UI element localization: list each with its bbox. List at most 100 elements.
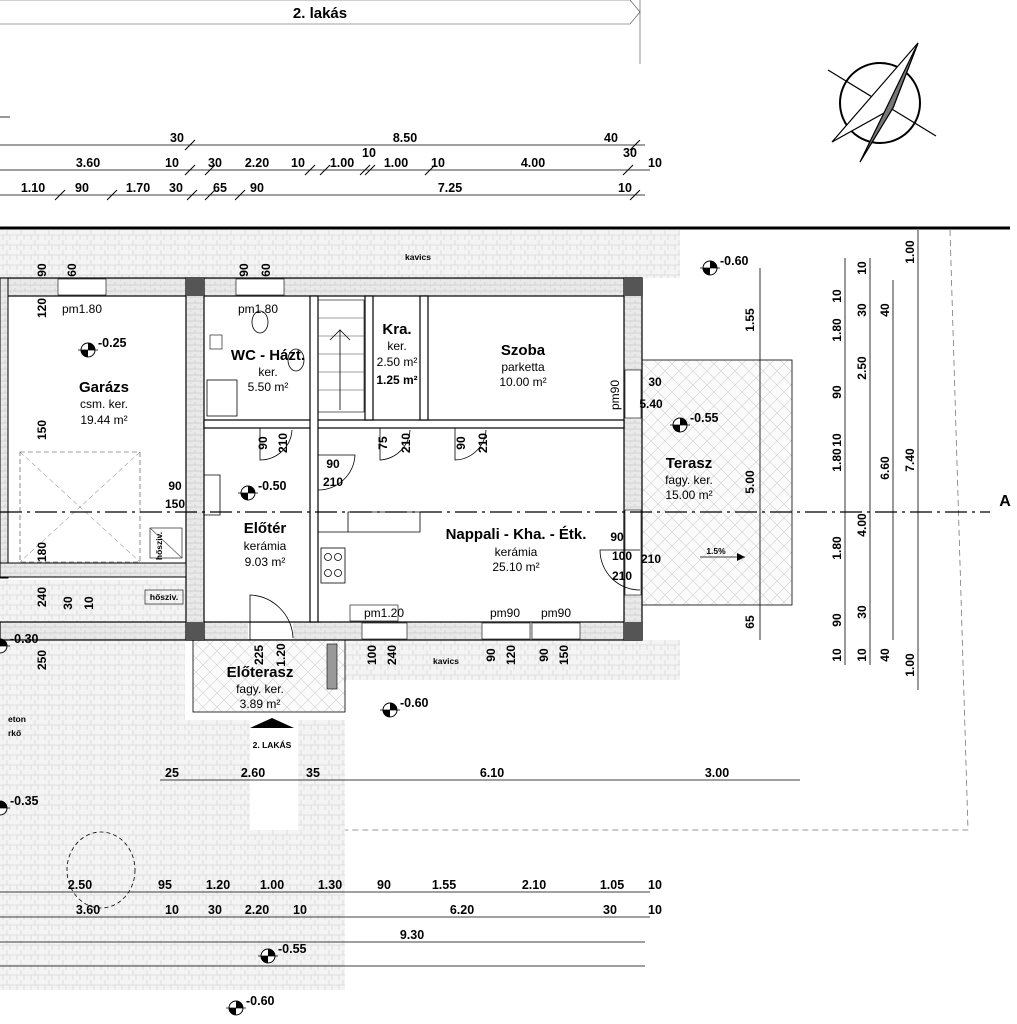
dim-text: 6.60 — [878, 456, 892, 480]
room-finish: fagy. ker. — [236, 682, 284, 696]
dim-text: 1.80 — [830, 536, 844, 560]
fixtures: hősziv. hősziv. — [19, 310, 421, 622]
dim-tick — [319, 164, 331, 176]
dim-text: 6.20 — [450, 903, 474, 917]
dim-text: 10 — [830, 648, 844, 662]
gravel-label: kavics — [405, 252, 431, 262]
dim-tick — [186, 189, 198, 201]
tree-outline — [66, 831, 136, 909]
paving-walk-right — [298, 720, 345, 830]
section-line: A — [0, 493, 1011, 513]
opening-label: pm1.20 — [364, 606, 404, 620]
opening-label: pm1.80 — [238, 302, 278, 316]
dim-tick — [424, 164, 436, 176]
dim-tick — [204, 164, 216, 176]
opening-label: pm90 — [608, 380, 622, 410]
door-dim-text: 10 — [82, 596, 96, 610]
level-value: -0.25 — [98, 336, 127, 350]
dim-text: 10 — [830, 289, 844, 303]
plot-boundary — [345, 229, 969, 831]
dim-text: 3.00 — [705, 766, 729, 780]
dim-text: 90 — [830, 613, 844, 627]
dim-text: 7.40 — [903, 448, 917, 472]
door-dim-text: 75 — [376, 436, 390, 450]
door-dim-text: 150 — [557, 645, 571, 665]
door-dim-text: 5.40 — [639, 397, 663, 411]
dim-text: 1.00 — [903, 653, 917, 677]
paving-left — [0, 580, 185, 830]
washbasin — [287, 348, 305, 372]
dim-text: 2.50 — [68, 878, 92, 892]
dim-text: 10 — [618, 181, 632, 195]
dim-text: 1.00 — [903, 240, 917, 264]
mid-dimensions: 25 2.60 35 6.10 3.00 — [160, 766, 800, 781]
dim-text: 40 — [604, 131, 618, 145]
dim-tick — [106, 189, 118, 201]
dim-text: 1.55 — [432, 878, 456, 892]
level-value: -0.60 — [720, 254, 749, 268]
toilet — [251, 310, 269, 334]
dim-text: 10 — [855, 648, 869, 662]
door-swings — [204, 428, 641, 640]
dim-text: 2.20 — [245, 156, 269, 170]
dim-text: 90 — [75, 181, 89, 195]
door-dim-text: 240 — [385, 645, 399, 665]
opening-labels: pm1.80 pm1.80 pm1.20 pm90 pm90 pm90 — [62, 302, 622, 620]
dim-text: 1.20 — [206, 878, 230, 892]
level-marker: -0.25 — [78, 336, 127, 358]
dim-text: 30 — [855, 605, 869, 619]
dim-text: 90 — [250, 181, 264, 195]
room-finish: kerámia — [495, 545, 538, 559]
dim-tick — [359, 164, 371, 176]
walls — [0, 277, 643, 641]
dim-text: 10 — [431, 156, 445, 170]
shower-tray — [206, 379, 238, 417]
car-outline — [19, 451, 141, 563]
gravel-label: kavics — [433, 656, 459, 666]
dim-tick — [184, 139, 196, 151]
dim-text: 10 — [648, 878, 662, 892]
dim-text: 1.10 — [21, 181, 45, 195]
room-area: 10.00 m² — [499, 375, 546, 389]
porch-area — [192, 639, 346, 713]
door-dim-text: 210 — [276, 433, 290, 453]
dim-tick — [304, 164, 316, 176]
dim-text: 95 — [158, 878, 172, 892]
door-dim-text: 210 — [476, 433, 490, 453]
door-dim-text: 60 — [65, 263, 79, 277]
door-dim-text: 210 — [641, 552, 661, 566]
room-finish: fagy. ker. — [665, 473, 713, 487]
door-dim-text: 30 — [61, 596, 75, 610]
dim-text: 3.60 — [76, 156, 100, 170]
dim-text: 10 — [830, 433, 844, 447]
level-marker: -0.55 — [258, 942, 307, 964]
level-marker: -0.55 — [670, 411, 719, 433]
dim-text: 10 — [291, 156, 305, 170]
dim-text: 40 — [878, 648, 892, 662]
dim-tick — [204, 189, 216, 201]
dim-text: 30 — [855, 303, 869, 317]
level-marker: -0.60 — [226, 994, 275, 1016]
opening-label: pm1.80 — [62, 302, 102, 316]
section-mark: A — [999, 493, 1011, 510]
dim-text: 5.00 — [743, 470, 757, 494]
room-area: 3.89 m² — [240, 697, 281, 711]
door-dim-text: 90 — [168, 479, 182, 493]
room-name-garage: Garázs — [79, 379, 129, 396]
level-value: -0.60 — [246, 994, 275, 1008]
room-area: 9.03 m² — [245, 555, 286, 569]
level-value: -0.30 — [10, 632, 39, 646]
level-marker: -0.50 — [238, 479, 287, 501]
level-value: -0.55 — [690, 411, 719, 425]
level-value: -0.35 — [10, 794, 39, 808]
dim-text: 4.00 — [855, 513, 869, 537]
room-name-living: Nappali - Kha. - Étk. — [446, 526, 587, 543]
door-dim-text: 210 — [612, 569, 632, 583]
dim-text: 65 — [213, 181, 227, 195]
dim-text: 25 — [165, 766, 179, 780]
opening-label: pm90 — [490, 606, 520, 620]
dim-text: 10 — [648, 903, 662, 917]
door-dim-text: 120 — [504, 645, 518, 665]
dim-tick — [234, 189, 246, 201]
